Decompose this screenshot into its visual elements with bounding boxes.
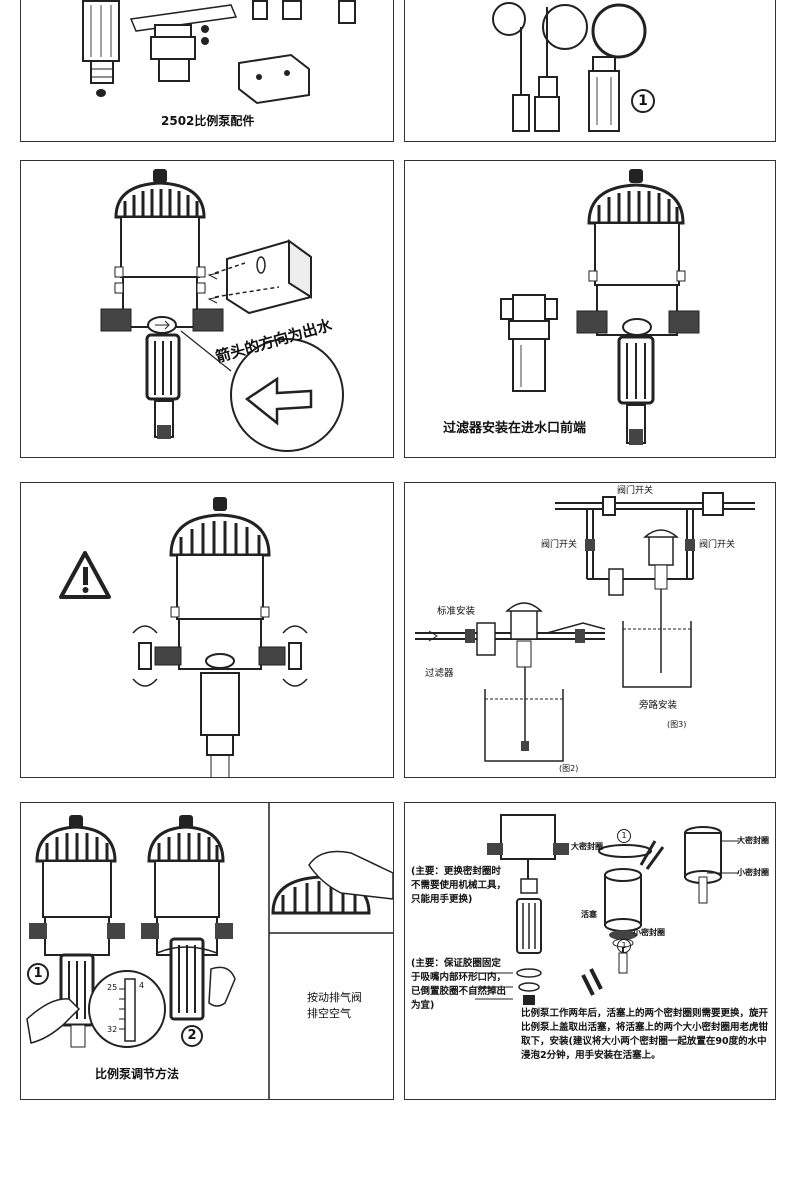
accessories-panel: 2502比例泵配件 — [20, 0, 394, 142]
warning-triangle-icon — [59, 551, 111, 599]
installation-bypass: 旁路安装 — [639, 700, 678, 711]
seals-drawing — [475, 814, 739, 1005]
installation-fig3: (图3) — [667, 720, 687, 729]
seals-small-seal: 小密封圈 — [633, 928, 665, 937]
installation-drawing — [415, 492, 755, 762]
filter-drawing — [500, 169, 700, 445]
warning-drawing — [59, 497, 308, 777]
wall-mount-drawing — [100, 169, 344, 452]
seals-big-seal-right: 大密封圈 — [737, 836, 769, 845]
warning-panel — [20, 482, 394, 778]
accessories-caption: 2502比例泵配件 — [161, 114, 255, 128]
seals-marker1: 1 — [617, 829, 631, 843]
installation-standard: 标准安装 — [437, 606, 476, 617]
seals-small-seal-right: 小密封圈 — [737, 868, 769, 877]
seals-marker2: 1 — [617, 939, 631, 953]
tubes-panel: 1 — [404, 0, 776, 142]
adjust-caption: 比例泵调节方法 — [95, 1067, 180, 1081]
installation-valve-top: 阀门开关 — [617, 486, 654, 496]
adjust-step1: 1 — [27, 963, 49, 985]
adjust-vent-line1: 按动排气阀 — [307, 991, 362, 1004]
adjust-scale-mid: 4 — [139, 981, 145, 990]
tubes-step-number: 1 — [631, 89, 655, 113]
wall-mount-panel: 箭头的方向为出水 — [20, 160, 394, 458]
tubes-drawing — [492, 2, 647, 132]
seals-big-seal-top: 大密封圈 — [571, 842, 603, 851]
accessories-drawing — [82, 0, 356, 105]
adjust-scale-top: 25 — [107, 983, 118, 992]
seals-panel: 1 1 大密封圈 大密封圈 小密封圈 活塞 小密封圈 (主要：更换密封圈时不需要… — [404, 802, 776, 1100]
installation-filter: 过滤器 — [425, 668, 454, 679]
installation-panel: 阀门开关 阀门开关 阀门开关 标准安装 过滤器 旁路安装 (图3) (图2) — [404, 482, 776, 778]
adjust-panel: 1 2 25 4 32 比例泵调节方法 按动排气阀 排空空气 — [20, 802, 394, 1100]
adjust-vent-line2: 排空空气 — [307, 1007, 351, 1020]
filter-panel: 过滤器安装在进水口前端 — [404, 160, 776, 458]
seals-note1: (主要：更换密封圈时不需要使用机械工具，只能用手更换) — [411, 866, 507, 905]
installation-valve-right: 阀门开关 — [699, 540, 736, 550]
adjust-step2: 2 — [181, 1025, 203, 1047]
installation-fig2: (图2) — [559, 764, 579, 773]
adjust-drawing — [26, 803, 393, 1099]
adjust-scale-bottom: 32 — [107, 1025, 118, 1034]
filter-caption: 过滤器安装在进水口前端 — [443, 421, 587, 436]
installation-valve-left: 阀门开关 — [541, 540, 578, 550]
seals-instructions: 比例泵工作两年后，活塞上的两个密封圈则需要更换，旋开比例泵上盖取出活塞，将活塞上… — [521, 1008, 769, 1061]
seals-piston: 活塞 — [581, 910, 597, 919]
seals-note2: (主要：保证胶圈固定于吸嘴内部环形口内，已倒置胶圈不自然掉出为宜) — [411, 958, 507, 1011]
